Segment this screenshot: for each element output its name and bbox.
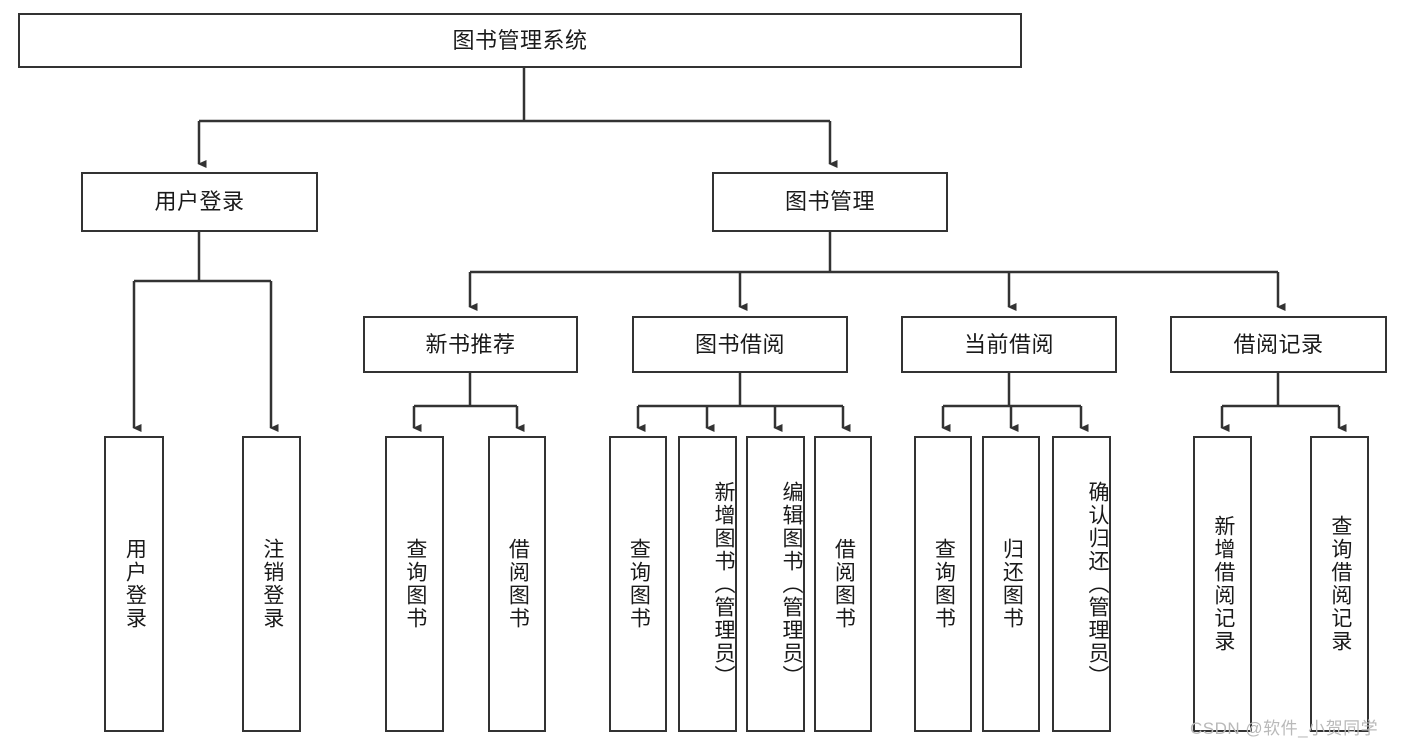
leaf-borrow-book-recommend[interactable]: 借阅图书 (488, 436, 546, 732)
leaf-confirm-return-admin[interactable]: 确认归还（管理员） (1052, 436, 1111, 732)
leaf-add-borrow-record[interactable]: 新增借阅记录 (1193, 436, 1252, 732)
watermark-csdn: CSDN @软件_小贺同学 (1190, 719, 1379, 738)
node-book-borrow[interactable]: 图书借阅 (632, 316, 848, 373)
leaf-query-book-recommend[interactable]: 查询图书 (385, 436, 444, 732)
node-new-book-recommend[interactable]: 新书推荐 (363, 316, 578, 373)
node-root-system[interactable]: 图书管理系统 (18, 13, 1022, 68)
leaf-query-borrow-record[interactable]: 查询借阅记录 (1310, 436, 1369, 732)
leaf-query-book-current[interactable]: 查询图书 (914, 436, 972, 732)
node-book-management[interactable]: 图书管理 (712, 172, 948, 232)
leaf-add-book-admin[interactable]: 新增图书（管理员） (678, 436, 737, 732)
leaf-user-logout[interactable]: 注销登录 (242, 436, 301, 732)
node-current-borrow[interactable]: 当前借阅 (901, 316, 1117, 373)
leaf-edit-book-admin[interactable]: 编辑图书（管理员） (746, 436, 805, 732)
leaf-user-login[interactable]: 用户登录 (104, 436, 164, 732)
leaf-borrow-book[interactable]: 借阅图书 (814, 436, 872, 732)
leaf-query-book-borrow[interactable]: 查询图书 (609, 436, 667, 732)
node-user-login[interactable]: 用户登录 (81, 172, 318, 232)
leaf-return-book[interactable]: 归还图书 (982, 436, 1040, 732)
node-borrow-record[interactable]: 借阅记录 (1170, 316, 1387, 373)
